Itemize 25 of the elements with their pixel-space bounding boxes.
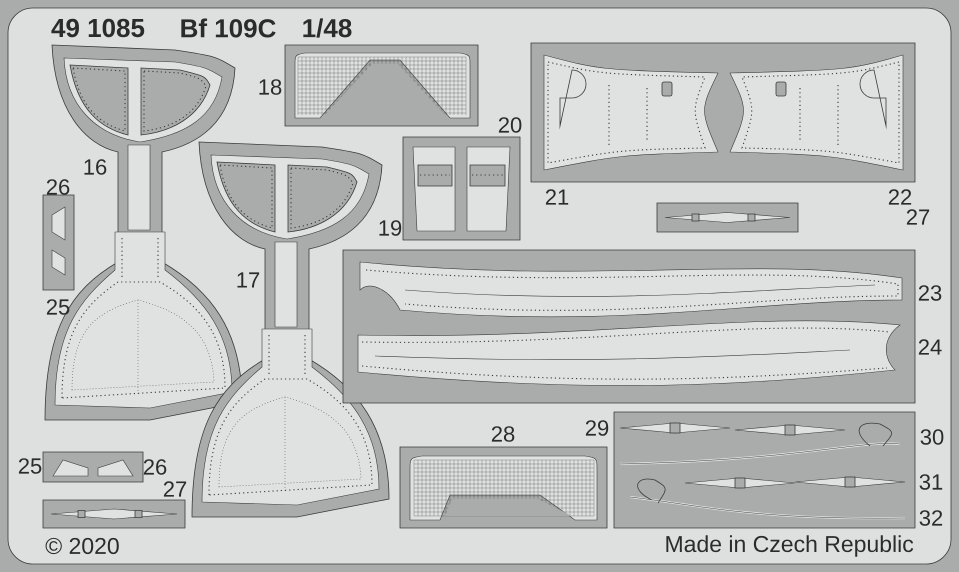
part-number: 27 [164, 481, 186, 497]
part-number: 27 [906, 209, 930, 225]
part-number: 26 [46, 179, 70, 195]
part-number: 16 [84, 159, 106, 175]
part-number: 21 [546, 189, 568, 205]
part-number: 17 [237, 272, 260, 288]
part-number: 32 [920, 510, 942, 526]
part-number: 22 [888, 189, 912, 205]
part-number: 19 [379, 220, 402, 236]
set-number: 49 1085 [51, 18, 144, 38]
copyright-notice: © 2020 [46, 538, 119, 554]
part-number: 25 [18, 458, 42, 474]
scale-label: 1/48 [303, 18, 352, 38]
part-number: 28 [492, 426, 514, 442]
part-number: 20 [498, 117, 522, 133]
part-number: 26 [144, 459, 166, 475]
part-number: 24 [918, 339, 942, 355]
origin-note: Made in Czech Republic [666, 535, 914, 557]
part-number: 23 [918, 285, 942, 301]
part-number: 30 [920, 429, 944, 445]
part-number: 18 [259, 79, 282, 95]
part-number: 25 [46, 299, 70, 315]
part-number: 31 [920, 474, 942, 490]
aircraft-type: Bf 109C [181, 18, 276, 38]
part-number: 29 [586, 420, 608, 436]
